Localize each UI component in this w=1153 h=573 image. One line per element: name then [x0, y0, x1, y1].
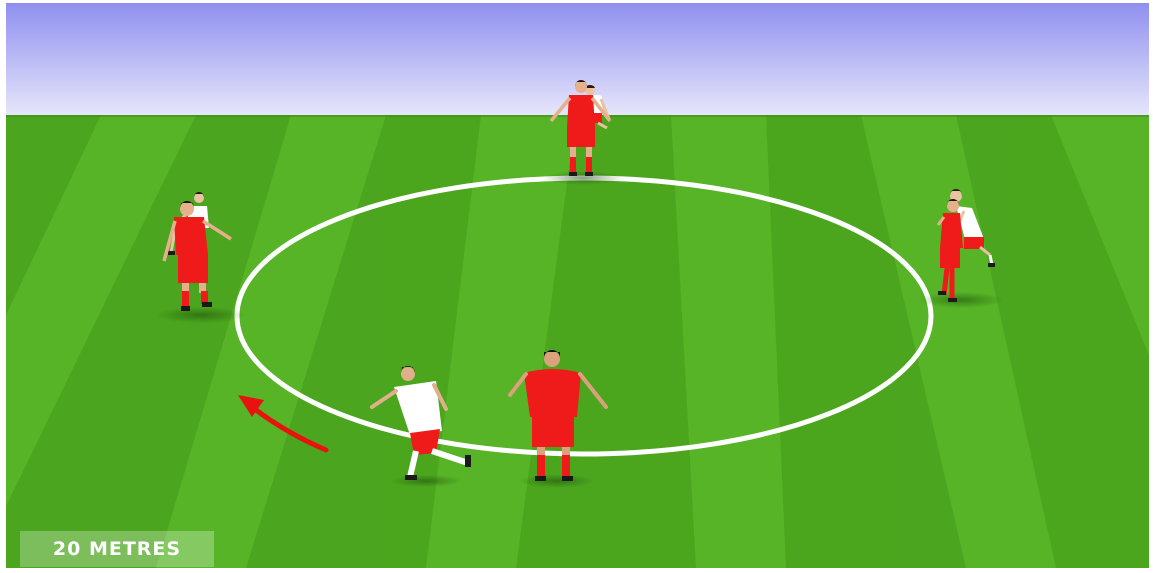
scale-label: 20 METRES — [20, 531, 214, 567]
pitch-diagram — [6, 3, 1149, 568]
